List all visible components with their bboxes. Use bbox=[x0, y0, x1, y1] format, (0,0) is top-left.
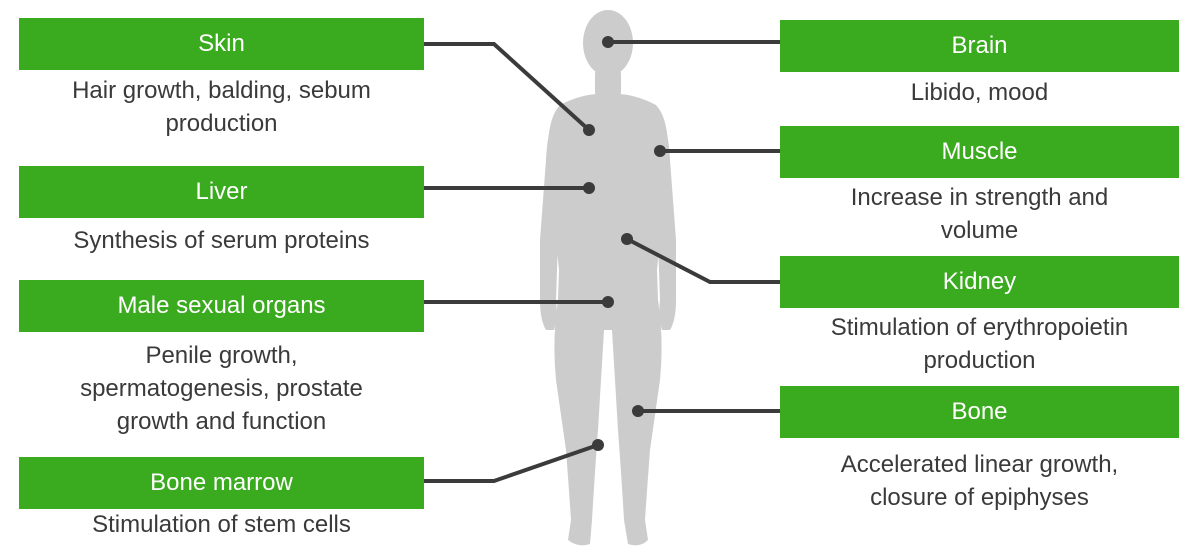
kidney-label-box: Kidney bbox=[780, 256, 1179, 308]
brain-label-box: Brain bbox=[780, 20, 1179, 72]
bone-marrow-label-box: Bone marrow bbox=[19, 457, 424, 509]
muscle-title: Muscle bbox=[941, 138, 1018, 165]
liver-title: Liver bbox=[195, 178, 248, 205]
liver-dot bbox=[583, 182, 595, 194]
bone-dot bbox=[632, 405, 644, 417]
male-sexual-organs-title: Male sexual organs bbox=[117, 292, 326, 319]
bone-marrow-dot bbox=[592, 439, 604, 451]
human-silhouette bbox=[540, 10, 676, 546]
muscle-description: Increase in strength and volume bbox=[850, 184, 1109, 244]
male-sexual-organs-description: Penile growth, spermatogenesis, prostate… bbox=[80, 342, 363, 435]
skin-dot bbox=[583, 124, 595, 136]
skin-description: Hair growth, balding, sebum production bbox=[72, 77, 371, 137]
bone-title: Bone bbox=[951, 398, 1008, 425]
skin-label-box: Skin bbox=[19, 18, 424, 70]
connector-dots bbox=[583, 36, 666, 451]
liver-description: Synthesis of serum proteins bbox=[73, 227, 370, 254]
brain-description: Libido, mood bbox=[910, 79, 1049, 106]
bone-marrow-connector bbox=[422, 443, 600, 483]
male-sexual-organs-label-box: Male sexual organs bbox=[19, 280, 424, 332]
kidney-dot bbox=[621, 233, 633, 245]
skin-title: Skin bbox=[198, 30, 245, 57]
bone-marrow-description: Stimulation of stem cells bbox=[92, 511, 351, 538]
bone-label-box: Bone bbox=[780, 386, 1179, 438]
kidney-connector bbox=[625, 237, 782, 284]
male-sexual-organs-dot bbox=[602, 296, 614, 308]
kidney-title: Kidney bbox=[942, 268, 1017, 295]
kidney-description: Stimulation of erythropoietin production bbox=[830, 314, 1129, 374]
bone-description: Accelerated linear growth, closure of ep… bbox=[840, 451, 1119, 511]
skin-connector bbox=[422, 42, 591, 132]
brain-title: Brain bbox=[951, 32, 1008, 59]
liver-label-box: Liver bbox=[19, 166, 424, 218]
bone-marrow-title: Bone marrow bbox=[150, 469, 293, 496]
muscle-dot bbox=[654, 145, 666, 157]
brain-dot bbox=[602, 36, 614, 48]
muscle-label-box: Muscle bbox=[780, 126, 1179, 178]
connectors bbox=[422, 40, 782, 483]
